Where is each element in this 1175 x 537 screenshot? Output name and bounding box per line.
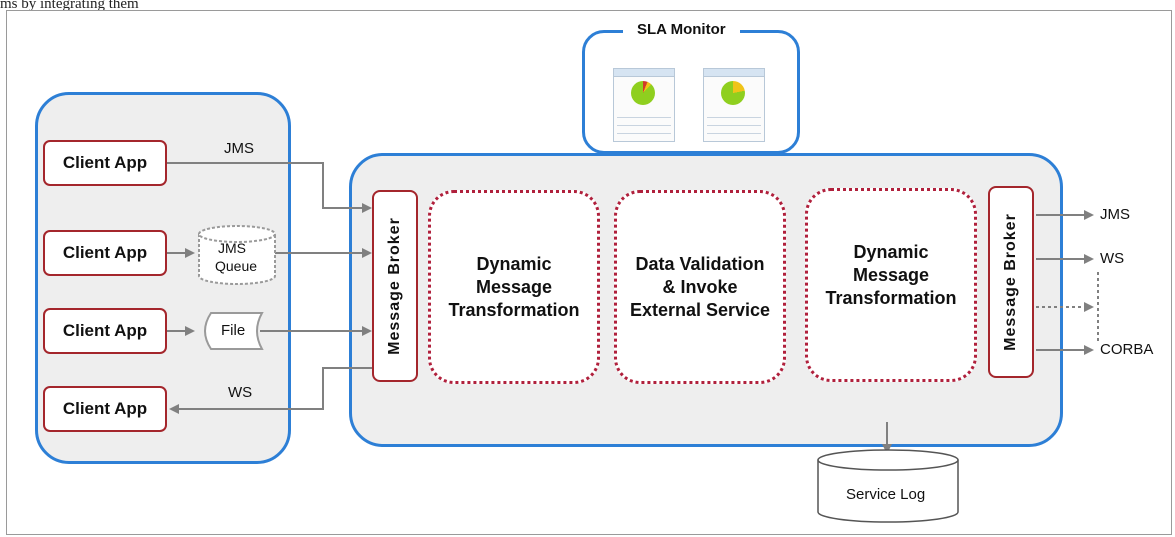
client-app-2[interactable]: Client App xyxy=(43,230,167,276)
sla-dashboard-thumbnail-2 xyxy=(703,68,765,142)
sla-monitor-title: SLA Monitor xyxy=(623,21,740,38)
sla-monitor-panel[interactable]: SLA Monitor xyxy=(582,21,800,154)
stage-2-line-1: Data Validation xyxy=(635,253,765,274)
jms-in-label: JMS xyxy=(224,140,254,157)
client-app-1[interactable]: Client App xyxy=(43,140,167,186)
diagram-frame xyxy=(6,10,1172,535)
stage-dynamic-transformation-2[interactable]: Dynamic Message Transformation xyxy=(805,188,977,382)
stage-3-line-2: Message xyxy=(852,264,930,285)
stage-2-line-2: & Invoke xyxy=(662,276,738,297)
pie-chart-icon xyxy=(721,81,745,105)
stage-3-line-1: Dynamic xyxy=(853,241,929,262)
queue-label-jms: JMS xyxy=(218,240,246,256)
file-label: File xyxy=(221,322,246,339)
message-broker-left-label: Message Broker xyxy=(386,217,403,355)
message-broker-right[interactable]: Message Broker xyxy=(988,186,1034,378)
output-ws-label: WS xyxy=(1100,250,1125,267)
queue-label-queue: Queue xyxy=(215,258,258,274)
sla-dashboard-thumbnail-1 xyxy=(613,68,675,142)
service-log-label: Service Log xyxy=(846,486,926,503)
top-caption-text: ms by integrating them xyxy=(0,0,139,12)
stage-1-line-3: Transformation xyxy=(448,299,580,320)
stage-1-line-2: Message xyxy=(475,276,553,297)
output-corba-label: CORBA xyxy=(1100,341,1154,358)
pie-chart-icon xyxy=(631,81,655,105)
file-shape xyxy=(204,312,264,350)
service-log-cylinder xyxy=(817,449,959,523)
client-app-4[interactable]: Client App xyxy=(43,386,167,432)
stage-dynamic-transformation-1[interactable]: Dynamic Message Transformation xyxy=(428,190,600,384)
stage-1-line-1: Dynamic xyxy=(476,253,552,274)
ws-in-label: WS xyxy=(228,384,253,401)
client-app-3[interactable]: Client App xyxy=(43,308,167,354)
output-jms-label: JMS xyxy=(1100,206,1130,223)
message-broker-right-label: Message Broker xyxy=(1002,213,1019,351)
jms-queue-cylinder xyxy=(198,225,276,285)
message-broker-left[interactable]: Message Broker xyxy=(372,190,418,382)
stage-2-line-3: External Service xyxy=(629,299,771,320)
stage-data-validation[interactable]: Data Validation & Invoke External Servic… xyxy=(614,190,786,384)
stage-3-line-3: Transformation xyxy=(825,287,957,308)
